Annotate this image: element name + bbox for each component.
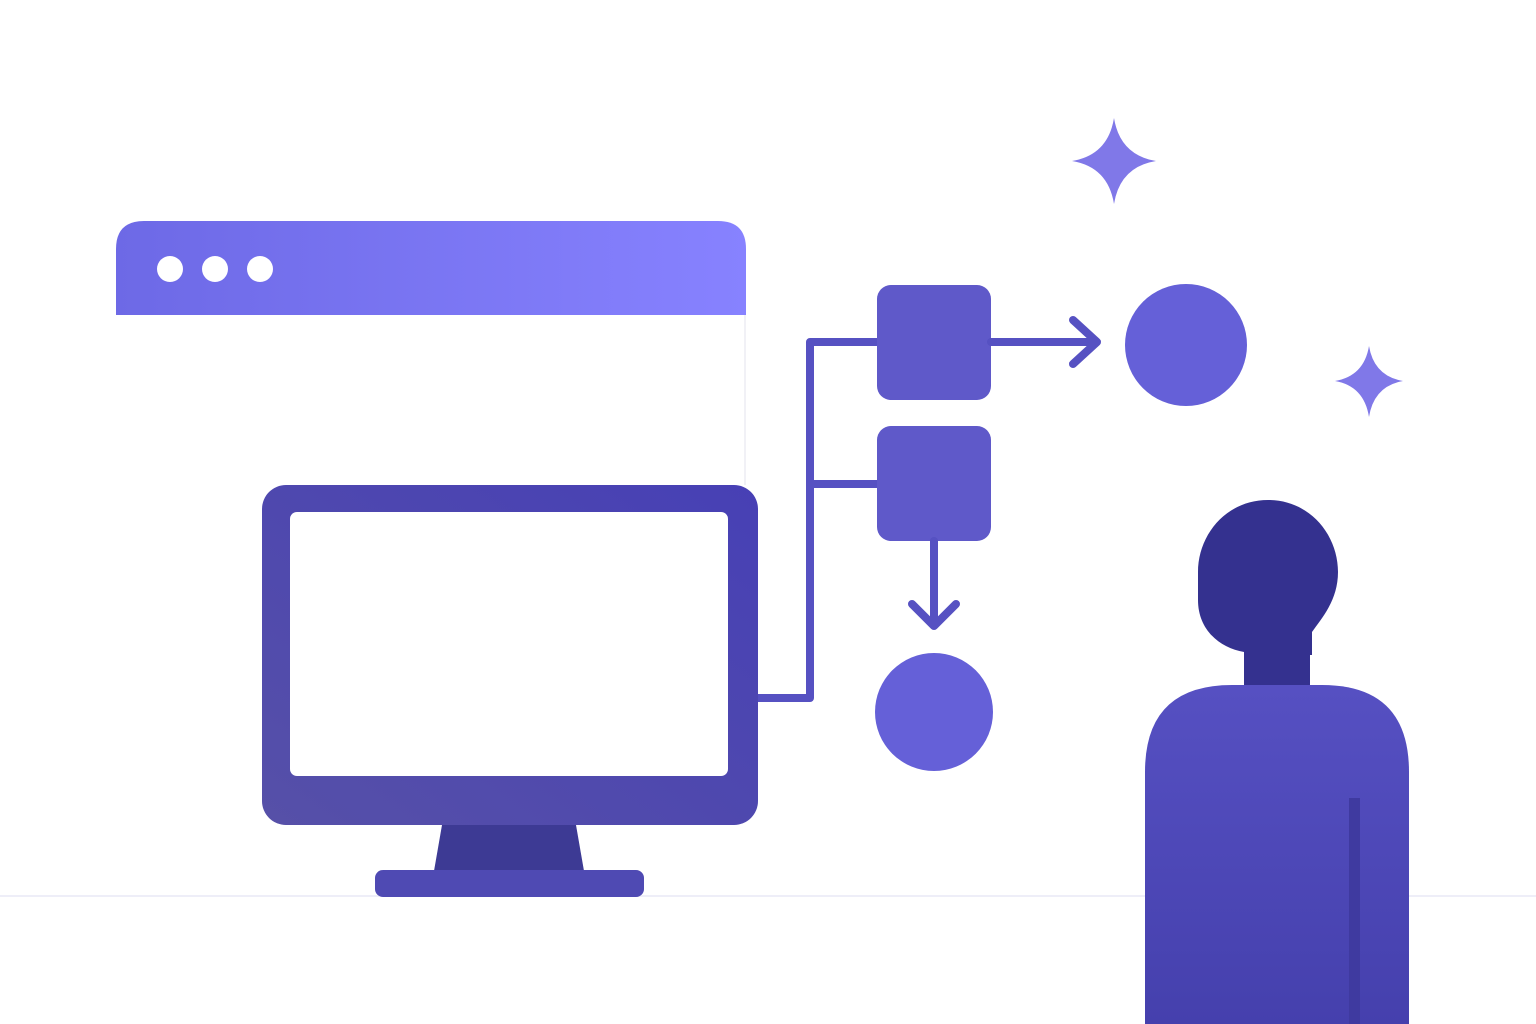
connector-lines bbox=[758, 338, 880, 702]
person-head bbox=[1198, 500, 1338, 655]
flow-circle-2 bbox=[875, 653, 993, 771]
monitor-base bbox=[375, 870, 644, 897]
three-dots-icon bbox=[157, 256, 273, 282]
person-arm-line bbox=[1349, 798, 1360, 1024]
browser-window bbox=[116, 221, 746, 485]
monitor-screen bbox=[290, 512, 728, 776]
person-body bbox=[1145, 685, 1409, 1024]
arrow-down-icon bbox=[908, 537, 960, 630]
arrow-right-icon bbox=[987, 316, 1101, 368]
sparkle-icon bbox=[1335, 346, 1403, 417]
sparkle-icon bbox=[1072, 118, 1156, 204]
flow-circle-1 bbox=[1125, 284, 1247, 406]
monitor-stand bbox=[434, 825, 584, 871]
flow-box-1 bbox=[877, 285, 991, 400]
monitor-icon bbox=[262, 485, 758, 897]
browser-title-bar bbox=[116, 221, 746, 315]
person-icon bbox=[1145, 500, 1409, 1024]
flow-box-2 bbox=[877, 426, 991, 541]
